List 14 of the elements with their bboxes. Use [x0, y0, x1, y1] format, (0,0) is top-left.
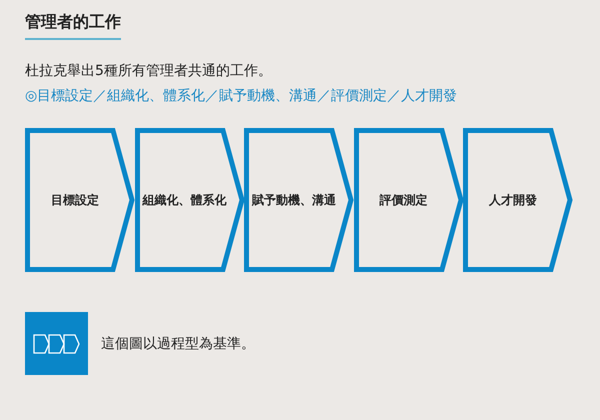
chevron-step — [244, 128, 354, 272]
note-text: 這個圖以過程型為基準。 — [101, 335, 255, 354]
step-label: 評價測定 — [380, 192, 428, 209]
step-label: 人才開發 — [489, 192, 537, 209]
step-label: 目標設定 — [51, 192, 99, 209]
intro-text: 杜拉克舉出5種所有管理者共通的工作。 — [25, 62, 272, 81]
chevron-step — [134, 128, 244, 272]
chevron-step — [463, 128, 573, 272]
summary-text: ◎目標設定／組織化、體系化／賦予動機、溝通／評價測定／人才開發 — [25, 87, 458, 106]
step-label: 賦予動機、溝通 — [252, 192, 336, 209]
chevron-step — [354, 128, 464, 272]
chevron-step — [25, 128, 135, 272]
step-label: 組織化、體系化 — [142, 192, 226, 209]
title: 管理者的工作 — [25, 10, 121, 40]
